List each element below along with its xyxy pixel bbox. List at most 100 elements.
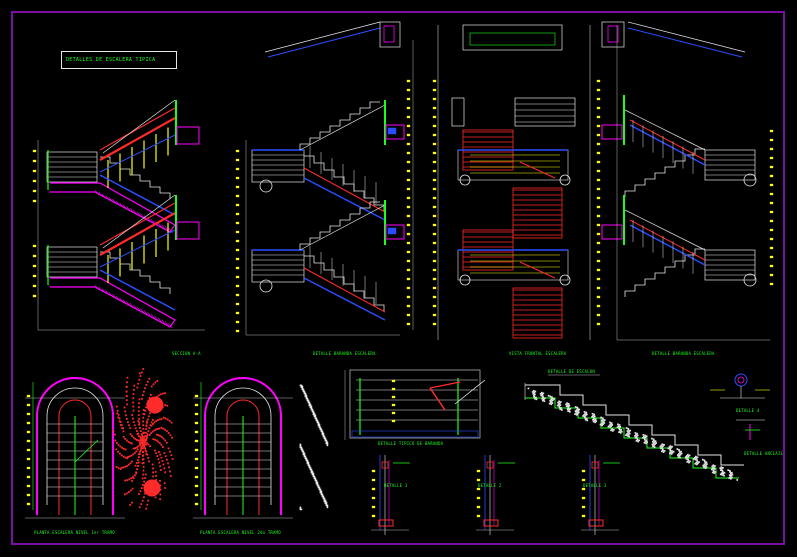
detail-step-aggregate [610,429,612,432]
section-a-slab-hatch [161,319,166,325]
plan-fill-hatch [160,456,163,459]
detail-railing-dims [391,403,396,407]
detail-step-aggregate [714,471,717,473]
section-a-railing-top [99,107,176,151]
section-d-right-dims [769,147,774,151]
plan-fill-hatch [122,430,125,433]
plan-fill-hatch [144,473,147,476]
detail-step-aggregate [550,403,553,406]
plan-fill-hatch [131,501,133,504]
detail-step-aggregate [644,434,646,437]
section-a-right-dims [235,176,240,180]
detail-railing-diag [454,379,486,405]
detail-step-aggregate [719,469,722,471]
detail-step-aggregate [635,439,638,442]
plan-2-hatch [308,401,311,404]
detail-step-aggregate [711,471,714,474]
plan-fill-hatch [115,405,118,408]
detail-small-dims [476,487,481,491]
section-c-left-dims [432,268,437,272]
plan-fill-hatch [138,506,141,509]
detail-step-aggregate [583,414,585,416]
detail-step-aggregate [594,421,597,424]
detail-small-base [588,519,604,527]
plan-fill-hatch [146,503,149,506]
detail-step-aggregate [557,401,559,404]
section-b-beam [385,124,405,140]
section-b-right-dims [406,313,411,317]
section-b-right-dims [406,79,411,83]
section-b-right-dims [406,205,411,209]
plan-fill-hatch [115,441,118,444]
detail-step-aggregate [712,467,714,470]
section-a-slab-hatch [101,193,107,199]
plan-2-hatch [306,397,309,400]
detail-step-aggregate [655,442,657,444]
plan-2-hatch [301,385,304,388]
plan-fill-hatch [142,447,145,449]
plan-dim-ticks [194,475,199,479]
detail-step-aggregate [532,392,535,395]
plan-2-hatch [313,475,316,478]
detail-railing-base [351,430,479,438]
detail-step-aggregate [660,447,662,450]
plan-fill-hatch [130,442,133,445]
detail-step-aggregate [540,391,543,394]
section-a-slab-hatch [157,317,163,323]
detail-small-dims [371,496,376,500]
plan-fill-hatch [137,406,140,409]
plan-fill-hatch [116,409,119,412]
detail-step-aggregate [652,442,655,445]
detail-step-aggregate [550,398,553,401]
detail-step-aggregate [610,425,613,427]
detail-step-aggregate [611,430,614,432]
plan-fill-hatch [156,380,159,382]
plan-fill-hatch [124,479,127,482]
plan-fill-hatch [169,470,171,473]
plan-fill-hatch [164,471,167,474]
detail-step-aggregate [652,440,654,443]
detail-step-aggregate [669,449,672,452]
plan-fill-hatch [142,450,144,453]
detail-small-dims [476,496,481,500]
detail-step-aggregate [601,419,603,422]
section-c-left-dims [432,151,437,155]
detail-step-aggregate [603,419,606,421]
plan-dim-ticks [26,403,31,407]
detail-step-aggregate [634,432,637,434]
plan-2-hatch [322,495,325,498]
section-d-right-dims [769,201,774,205]
section-c-right-dims [596,106,601,110]
section-b-right-dims [406,169,411,173]
plan-fill-hatch [125,399,128,402]
plan-dim-ticks [26,430,31,434]
plan-fill-hatch [159,493,162,496]
plan-fill-hatch [125,385,128,388]
detail-step-aggregate [577,411,580,414]
section-c-right-dims [596,178,601,182]
plan-outer-wall [204,377,282,515]
detail-step-aggregate [662,451,665,453]
plan-fill-hatch [134,427,137,430]
detail-step-aggregate [662,449,664,452]
detail-step-aggregate [577,409,580,412]
plan-2-hatch [324,437,327,440]
section-a-right-dims [235,302,240,306]
detail-step-aggregate [712,464,715,467]
detail-step-aggregate [618,431,620,434]
plan-fill-hatch [142,428,145,430]
plan-2-hatch [318,423,321,426]
detail-step-aggregate [535,398,538,401]
detail-step-aggregate [549,401,552,404]
detail-step-aggregate [636,434,639,437]
plan-fill-hatch [136,468,138,471]
plan-2-hatch [300,384,303,387]
caption-detail-railing: DETALLE TIPICO DE BARANDA [378,441,444,446]
detail-step-aggregate [575,413,578,416]
section-c-left-dims [432,214,437,218]
section-b-detail-bubble [259,179,273,193]
plan-2-hatch [321,493,324,496]
plan-fill-hatch [142,473,145,476]
detail-step-aggregate [719,467,722,470]
detail-step-aggregate [566,408,569,411]
